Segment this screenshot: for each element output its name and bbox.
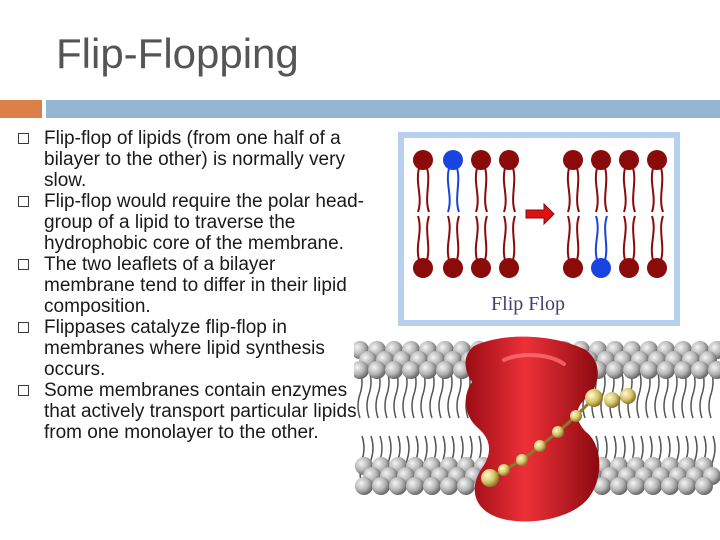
lipid-head xyxy=(499,150,519,170)
lipid-bilayer-before xyxy=(413,150,519,278)
translocating-lipid-bead xyxy=(534,440,546,452)
membrane-lipid-head xyxy=(389,477,407,495)
slide-title: Flip-Flopping xyxy=(56,30,299,77)
bullet-list: Flip-flop of lipids (from one half of a … xyxy=(16,128,364,443)
membrane-lipid-head xyxy=(657,361,675,379)
membrane-lipid-head xyxy=(423,477,441,495)
membrane-lipid-head xyxy=(593,477,611,495)
membrane-lipid-head xyxy=(627,477,645,495)
lipid-head xyxy=(443,150,463,170)
membrane-lipid-head xyxy=(691,361,709,379)
translocating-lipid-bead xyxy=(516,454,528,466)
translocating-lipid-bead xyxy=(620,388,636,404)
membrane-lipid-head xyxy=(678,477,696,495)
membrane-lipid-head xyxy=(436,361,454,379)
lipid-molecule xyxy=(647,150,667,213)
membrane-flippase-illustration xyxy=(354,336,720,522)
lipid-molecule xyxy=(499,150,519,213)
lipid-molecule xyxy=(619,150,639,213)
membrane-lipid-head xyxy=(354,361,369,379)
membrane-lipid-head xyxy=(402,361,420,379)
title-accent-bar xyxy=(0,100,42,118)
lipid-head xyxy=(647,258,667,278)
lipid-head xyxy=(619,150,639,170)
membrane-lipid-head xyxy=(368,361,386,379)
lipid-bilayer-after xyxy=(563,150,667,278)
square-bullet-icon xyxy=(18,385,29,396)
translocating-lipid-bead xyxy=(585,389,603,407)
translocating-lipid-bead xyxy=(552,426,564,438)
lipid-molecule xyxy=(563,215,583,278)
lipid-head xyxy=(443,258,463,278)
lipid-head xyxy=(413,150,433,170)
lipid-molecule xyxy=(591,150,611,213)
lipid-head xyxy=(647,150,667,170)
lipid-molecule xyxy=(471,215,491,278)
square-bullet-icon xyxy=(18,196,29,207)
membrane-lipid-head xyxy=(406,477,424,495)
membrane-lipid-head xyxy=(640,361,658,379)
lipid-head xyxy=(591,258,611,278)
bullet-item: Flippases catalyze flip-flop in membrane… xyxy=(16,317,364,380)
lipid-molecule xyxy=(413,215,433,278)
lipid-head xyxy=(591,150,611,170)
membrane-lipid-head xyxy=(674,361,692,379)
bullet-text: The two leaflets of a bilayer membrane t… xyxy=(44,254,347,317)
lipid-molecule xyxy=(591,215,611,278)
membrane-lipid-head xyxy=(623,361,641,379)
bullet-item: Flip-flop would require the polar head-g… xyxy=(16,191,364,254)
lipid-molecule xyxy=(499,215,519,278)
membrane-lipid-head xyxy=(440,477,458,495)
bullet-text: Flip-flop of lipids (from one half of a … xyxy=(44,128,345,191)
right-arrow-icon xyxy=(525,202,555,226)
lipid-molecule xyxy=(443,150,463,213)
membrane-lipid-head xyxy=(606,361,624,379)
square-bullet-icon xyxy=(18,259,29,270)
translocating-lipid-bead xyxy=(570,410,582,422)
lipid-head xyxy=(563,258,583,278)
lipid-head xyxy=(471,258,491,278)
membrane-lipid-head xyxy=(610,477,628,495)
membrane-lipid-head xyxy=(372,477,390,495)
membrane-lipid-head xyxy=(457,477,475,495)
lipid-molecule xyxy=(443,215,463,278)
title-rule-bar xyxy=(46,100,720,118)
flip-flop-diagram: Flip Flop xyxy=(398,132,680,326)
membrane-lipid-head xyxy=(708,361,720,379)
bullet-text: Some membranes contain enzymes that acti… xyxy=(44,380,357,443)
membrane-lipid-head xyxy=(355,477,373,495)
figure-caption: Flip Flop xyxy=(491,293,565,315)
membrane-lipid-head xyxy=(661,477,679,495)
translocating-lipid-bead xyxy=(481,469,499,487)
bullet-item: Flip-flop of lipids (from one half of a … xyxy=(16,128,364,191)
lipid-head xyxy=(471,150,491,170)
lipid-head xyxy=(619,258,639,278)
lipid-molecule xyxy=(647,215,667,278)
lipid-molecule xyxy=(563,150,583,213)
membrane-lipid-head xyxy=(419,361,437,379)
membrane-lipid-head xyxy=(644,477,662,495)
lipid-head xyxy=(413,258,433,278)
lipid-head xyxy=(499,258,519,278)
square-bullet-icon xyxy=(18,322,29,333)
translocating-lipid-bead xyxy=(498,464,510,476)
bullet-text: Flippases catalyze flip-flop in membrane… xyxy=(44,317,325,380)
translocating-lipid-bead xyxy=(604,392,620,408)
flippase-protein xyxy=(465,336,600,522)
lipid-molecule xyxy=(619,215,639,278)
lipid-head xyxy=(563,150,583,170)
bullet-text: Flip-flop would require the polar head-g… xyxy=(44,191,365,254)
membrane-lipid-head xyxy=(695,477,713,495)
square-bullet-icon xyxy=(18,133,29,144)
membrane-lipid-head xyxy=(385,361,403,379)
bullet-item: The two leaflets of a bilayer membrane t… xyxy=(16,254,364,317)
lipid-molecule xyxy=(471,150,491,213)
lipid-molecule xyxy=(413,150,433,213)
bullet-item: Some membranes contain enzymes that acti… xyxy=(16,380,364,443)
translocating-lipids xyxy=(481,388,636,487)
